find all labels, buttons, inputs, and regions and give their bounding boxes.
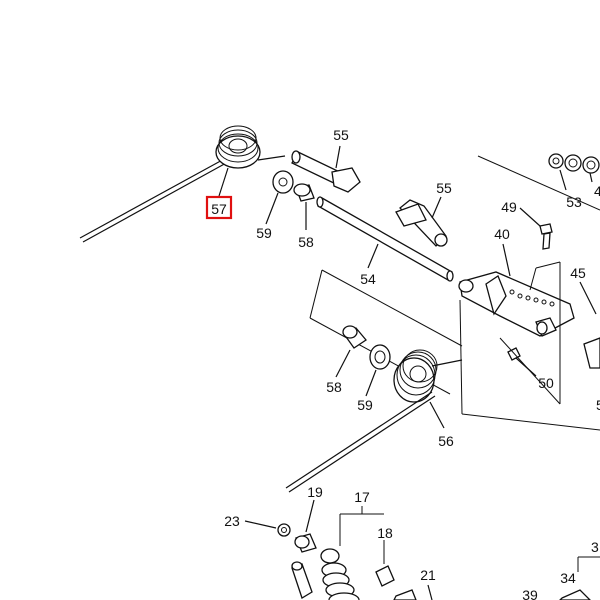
- bottom-part-21: [393, 589, 417, 600]
- torsion-spring-56: [285, 349, 463, 493]
- shock-spring-17: [320, 548, 395, 600]
- group-bracket-right: [459, 261, 600, 431]
- callout-23: 23: [224, 513, 240, 529]
- leader-58-lower: [335, 349, 351, 378]
- callout-58-upper: 58: [298, 234, 314, 250]
- leader-55-upper: [335, 145, 341, 169]
- bolt-49: [539, 223, 553, 250]
- callout-59-upper: 59: [256, 225, 272, 241]
- callout-3: 3: [591, 539, 599, 555]
- leader-57: [218, 167, 229, 197]
- callout-50: 50: [538, 375, 554, 391]
- bushing-19: [294, 533, 317, 553]
- callout-55-upper: 55: [333, 127, 349, 143]
- leader-23: [244, 520, 277, 529]
- pin-part: [291, 561, 313, 599]
- right-edge-part: [583, 337, 600, 369]
- callout-21: 21: [420, 567, 436, 583]
- leader-45: [579, 281, 597, 315]
- nut-23: [277, 523, 291, 537]
- callout-19: 19: [307, 484, 323, 500]
- callout-56: 56: [438, 433, 454, 449]
- leader-40: [502, 243, 511, 277]
- bushing-58-upper: [293, 183, 315, 202]
- callout-55-middle: 55: [436, 180, 452, 196]
- callout-54: 54: [360, 271, 376, 287]
- bushing-58-lower: [342, 325, 367, 349]
- callout-17: 17: [354, 489, 370, 505]
- callout-39: 39: [522, 587, 538, 600]
- torsion-spring-57: [79, 125, 286, 243]
- nuts-top-right: [477, 153, 600, 211]
- callout-45: 45: [570, 265, 586, 281]
- callout-49: 49: [501, 199, 517, 215]
- callout-59-lower: 59: [357, 397, 373, 413]
- leader-54: [367, 243, 379, 269]
- callout-57: 57: [211, 201, 227, 217]
- callout-58-lower: 58: [326, 379, 342, 395]
- leader-59-lower: [365, 369, 377, 397]
- callout-18: 18: [377, 525, 393, 541]
- callout-4: 4: [594, 183, 600, 199]
- highlight-box-57: [205, 195, 233, 220]
- bottom-right-part: [559, 589, 591, 600]
- collar-55-middle: [395, 199, 448, 247]
- leader-53: [559, 169, 567, 191]
- leader-21: [427, 584, 433, 600]
- leader-4: [589, 172, 593, 183]
- leader-56: [429, 401, 445, 429]
- washer-59-upper: [272, 170, 294, 194]
- callout-40: 40: [494, 226, 510, 242]
- leader-49: [519, 207, 541, 227]
- leader-59-upper: [265, 192, 279, 225]
- collar-55-upper: [291, 150, 361, 193]
- leader-55-middle: [431, 196, 442, 219]
- group-bracket-center: [309, 269, 463, 395]
- bracket-17-18: [339, 506, 385, 564]
- callout-34: 34: [560, 570, 576, 586]
- callout-53: 53: [566, 194, 582, 210]
- callout-5: 5: [596, 397, 600, 413]
- shaft-54: [316, 196, 454, 282]
- leader-19: [305, 499, 315, 533]
- shift-arm-40: [458, 271, 575, 337]
- washer-59-lower: [369, 344, 391, 370]
